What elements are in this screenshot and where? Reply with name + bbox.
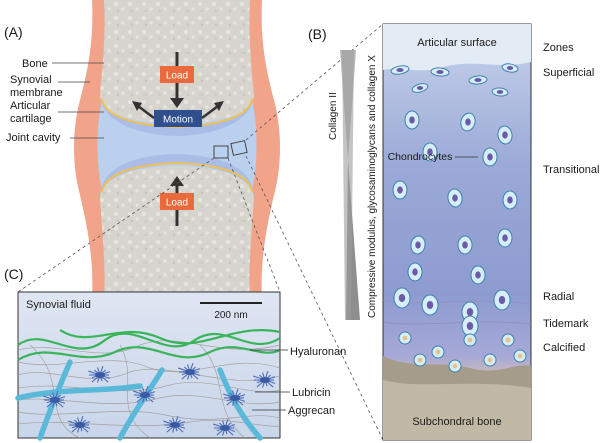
load-box-top <box>160 66 194 83</box>
upper-cartilage <box>100 95 254 136</box>
joint-illustration: Load Motion Load <box>74 0 280 300</box>
chondrocyte-nucleus <box>507 196 513 204</box>
bone-label: Bone <box>22 58 48 70</box>
motion-box <box>154 110 202 127</box>
gradient-label: Compressive modulus, glycosaminoglycans … <box>367 55 378 318</box>
aggrecan-core <box>140 392 150 398</box>
chondrocytes-label: Chondrocytes <box>388 151 453 163</box>
sample-square-2 <box>230 140 248 156</box>
load-label-bottom: Load <box>166 198 188 209</box>
lubricin-rod-4 <box>15 383 143 401</box>
chondrocyte-nucleus <box>409 116 415 124</box>
panel-c-label: (C) <box>4 266 23 282</box>
zones-header: Zones <box>543 42 574 54</box>
chondrocyte-nucleus <box>397 186 403 194</box>
aggrecan-core <box>170 422 180 428</box>
articular-cartilage-label-2: cartilage <box>10 113 52 125</box>
chondrocyte-nucleus <box>396 68 404 72</box>
subchondral-bone-label: Subchondral bone <box>412 416 501 428</box>
chondrocyte-nucleus <box>467 337 473 343</box>
chondrocyte-nucleus <box>506 66 514 70</box>
chondrocyte-nucleus <box>475 271 481 279</box>
chondrocyte-nucleus <box>398 294 406 302</box>
down-arrow-icon <box>170 98 184 108</box>
chondrocyte-nucleus <box>427 148 433 156</box>
hyaluronan-strand-2 <box>17 346 281 361</box>
panel-a-label: (A) <box>4 24 23 40</box>
aggrecan-core <box>260 377 270 383</box>
up-arrow-icon <box>170 176 184 186</box>
chondrocyte-nucleus <box>436 70 444 74</box>
panel-b-label: (B) <box>308 26 327 42</box>
aggrecan-core <box>75 422 85 428</box>
hyaluronan-strand-1 <box>17 332 281 350</box>
hyaluronan-label: Hyaluronan <box>290 346 346 358</box>
chondrocyte-nucleus <box>498 296 506 304</box>
articular-surface-label: Articular surface <box>417 37 496 49</box>
chondrocyte-nucleus <box>452 363 458 369</box>
chondrocyte-nucleus <box>415 241 421 249</box>
scale-label: 200 nm <box>214 310 247 321</box>
load-label-top: Load <box>166 71 188 82</box>
chondrocyte-nucleus <box>402 335 408 341</box>
zone-calcified: Calcified <box>543 342 585 354</box>
synovial-membrane-label-2: membrane <box>10 87 63 99</box>
chondrocyte-nucleus <box>487 153 493 161</box>
synovial-fluid-panel <box>15 291 281 441</box>
right-motion-arrow-icon <box>214 101 224 111</box>
motion-label: Motion <box>163 115 193 126</box>
synovial-fluid-label: Synovial fluid <box>26 299 91 311</box>
lubricin-rod-2 <box>117 367 165 441</box>
chondrocyte-nucleus <box>517 353 523 359</box>
chondrocyte-nucleus <box>502 234 508 242</box>
aggrecan-core <box>50 397 60 403</box>
load-box-bottom <box>160 193 194 210</box>
chondrocyte-nucleus <box>435 349 441 355</box>
sample-square-1 <box>213 145 229 159</box>
aggrecan-core <box>185 369 195 375</box>
collagen-ii-label: Collagen II <box>328 92 339 140</box>
chondrocyte-nucleus <box>487 357 493 363</box>
zone-transitional: Transitional <box>543 164 599 176</box>
hyaluronan-strand-3 <box>59 329 281 345</box>
chondrocyte-nucleus <box>502 131 508 139</box>
synovial-membrane-label-1: Synovial <box>10 74 52 86</box>
chondrocyte-nucleus <box>474 78 482 82</box>
chondrocyte-cells <box>390 63 527 373</box>
chondrocyte-nucleus <box>465 118 471 126</box>
aggrecan-core <box>95 372 105 378</box>
chondrocyte-nucleus <box>452 194 458 202</box>
aggrecan-core <box>220 425 230 431</box>
aggrecan-clusters <box>43 362 276 436</box>
chondrocyte-nucleus <box>417 357 423 363</box>
aggrecan-label: Aggrecan <box>288 405 335 417</box>
chondrocyte-nucleus <box>466 308 474 316</box>
aggrecan-core <box>230 395 240 401</box>
lower-cartilage <box>100 154 254 198</box>
articular-cartilage-label-1: Articular <box>10 100 51 112</box>
lubricin-label: Lubricin <box>292 387 331 399</box>
chondrocyte-nucleus <box>426 301 434 309</box>
chondrocyte-nucleus <box>505 337 511 343</box>
zone-tidemark: Tidemark <box>543 318 589 330</box>
lubricin-rod-3 <box>217 367 263 441</box>
chondrocyte-nucleus <box>466 322 474 330</box>
chondrocyte-nucleus <box>416 86 424 90</box>
joint-cavity-label: Joint cavity <box>6 132 61 144</box>
chondrocyte-nucleus <box>496 90 504 94</box>
left-motion-arrow-icon <box>132 101 142 111</box>
chondrocyte-nucleus <box>412 268 418 276</box>
zone-radial: Radial <box>543 291 574 303</box>
lower-bone <box>100 166 254 300</box>
chondrocyte-nucleus <box>462 241 468 249</box>
zone-superficial: Superficial <box>543 67 594 79</box>
